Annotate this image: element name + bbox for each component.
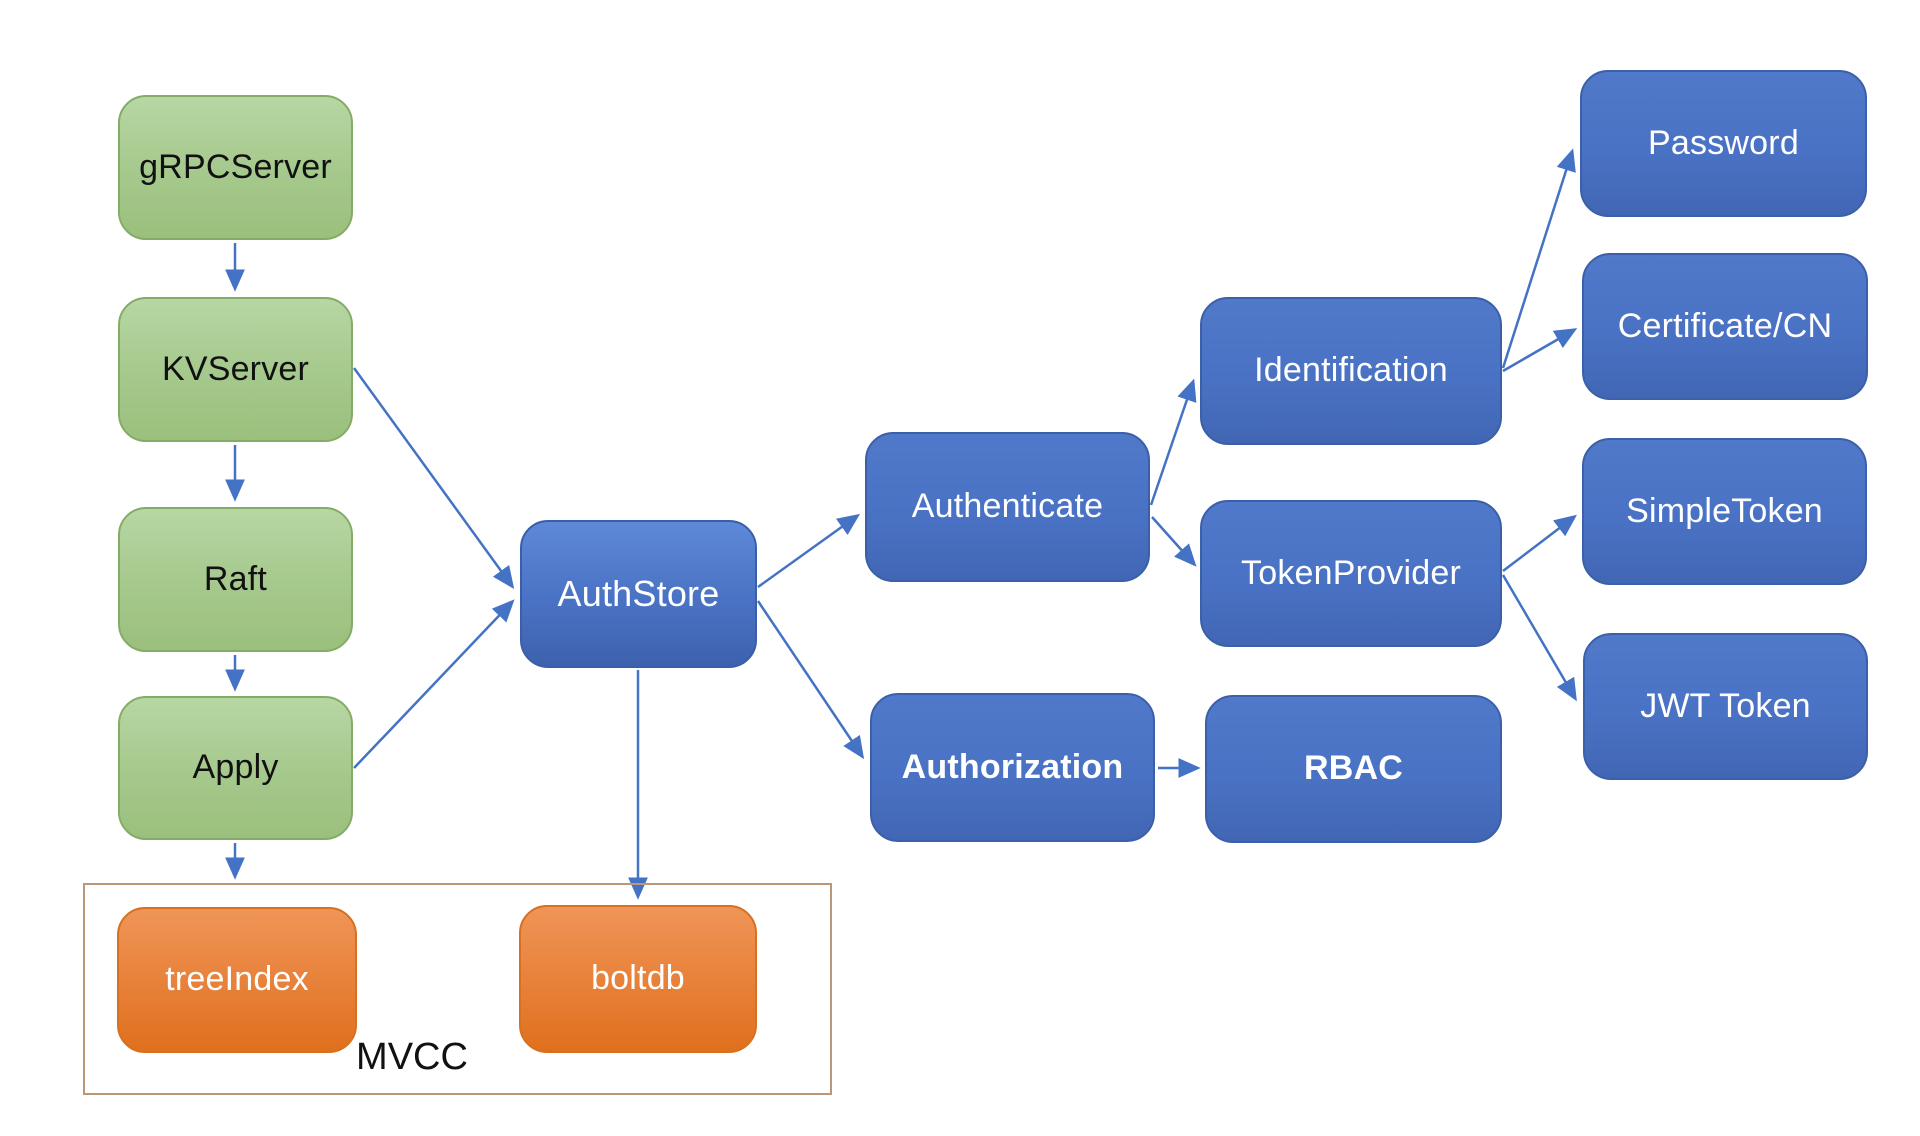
edge-tokenprovider-simpletoken (1502, 514, 1577, 572)
node-simpletoken-label: SimpleToken (1626, 491, 1823, 530)
node-apply-label: Apply (192, 748, 279, 787)
node-kvserver: KVServer (118, 297, 353, 442)
node-raft-label: Raft (203, 559, 268, 598)
node-rbac-label: RBAC (1303, 749, 1403, 788)
node-certificate-cn-label: Certificate/CN (1617, 306, 1833, 345)
mvcc-group-label: MVCC (356, 1036, 468, 1078)
node-certificate-cn: Certificate/CN (1582, 253, 1868, 400)
node-rbac: RBAC (1205, 695, 1502, 843)
edge-authstore-authenticate (757, 513, 861, 589)
edge-authenticate-identification (1149, 378, 1197, 506)
edge-identification-certificate (1502, 328, 1578, 373)
node-jwt-token: JWT Token (1583, 633, 1868, 780)
node-simpletoken: SimpleToken (1582, 438, 1867, 585)
node-boltdb-label: boltdb (591, 959, 685, 998)
node-authenticate-label: Authenticate (911, 487, 1104, 526)
edge-tokenprovider-jwttoken (1501, 574, 1577, 702)
node-kvserver-label: KVServer (161, 349, 310, 388)
edge-identification-password (1501, 148, 1576, 369)
node-raft: Raft (118, 507, 353, 652)
node-authorization: Authorization (870, 693, 1155, 842)
node-treeindex: treeIndex (117, 907, 357, 1053)
node-authstore-label: AuthStore (557, 573, 720, 615)
node-boltdb: boltdb (519, 905, 757, 1053)
node-grpcserver-label: gRPCServer (139, 147, 332, 186)
node-authstore: AuthStore (520, 520, 757, 668)
edge-kvserver-authstore (352, 367, 515, 590)
mvcc-group-box (83, 883, 832, 1095)
node-tokenprovider-label: TokenProvider (1241, 553, 1461, 592)
node-apply: Apply (118, 696, 353, 840)
node-password-label: Password (1648, 123, 1799, 162)
node-jwt-token-label: JWT Token (1640, 686, 1811, 725)
node-treeindex-label: treeIndex (165, 960, 309, 999)
node-tokenprovider: TokenProvider (1200, 500, 1502, 647)
edge-authstore-authorization (756, 600, 865, 760)
node-grpcserver: gRPCServer (118, 95, 353, 240)
node-password: Password (1580, 70, 1867, 217)
node-authorization-label: Authorization (901, 747, 1124, 786)
node-authenticate: Authenticate (865, 432, 1150, 582)
edge-authenticate-tokenprovider (1151, 516, 1197, 567)
edge-apply-authstore (353, 599, 515, 769)
node-identification: Identification (1200, 297, 1502, 445)
node-identification-label: Identification (1254, 351, 1448, 390)
